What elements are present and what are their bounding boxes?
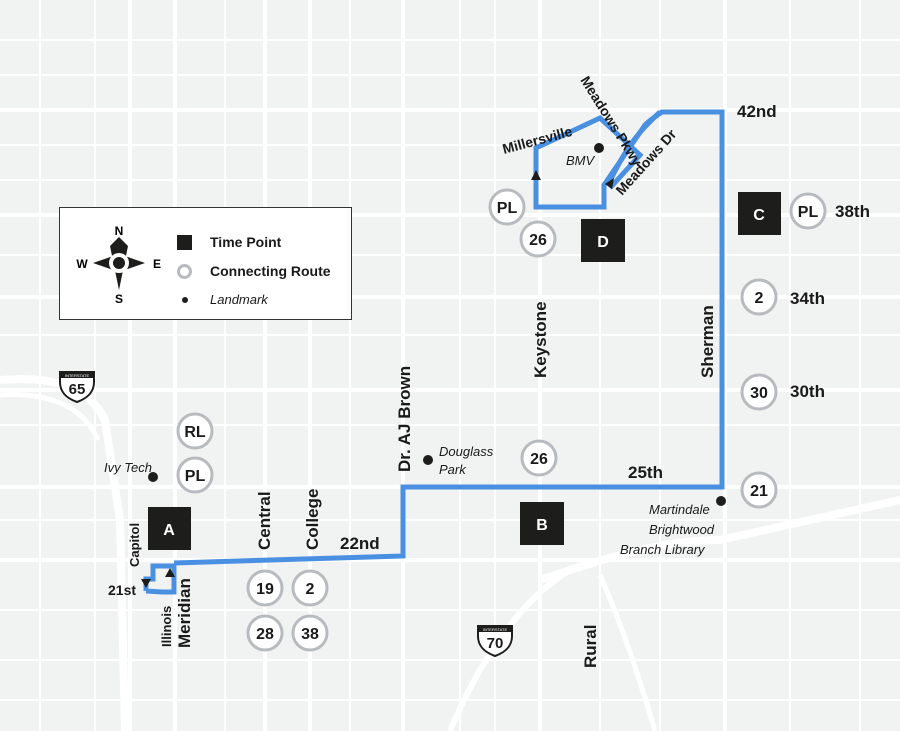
time-point-d [581, 219, 625, 262]
time-point-a-label: A [163, 522, 175, 539]
connecting-route-19 [246, 569, 284, 607]
route-label-26-25th: 26 [530, 451, 548, 468]
street-illinois: Illinois [159, 606, 174, 647]
route-label-pl-d: PL [497, 200, 518, 217]
connecting-route-26-d [519, 220, 557, 258]
connecting-route-21 [740, 471, 778, 509]
street-rural: Rural [581, 625, 600, 668]
landmark-swatch [181, 296, 188, 303]
street-central: Central [255, 491, 274, 550]
landmark-dot-ivy-tech [148, 472, 158, 482]
landmark-bmv: BMV [566, 153, 596, 168]
connecting-route-pl-ivy [176, 456, 214, 494]
street-college: College [303, 489, 322, 550]
landmark-library-line2: Brightwood [649, 522, 715, 537]
street-capitol: Capitol [127, 523, 142, 567]
connecting-route-rl [176, 412, 214, 450]
street-dr-aj-brown: Dr. AJ Brown [395, 366, 414, 472]
connecting-routes [176, 188, 827, 652]
landmark-douglass-park-line1: Douglass [439, 444, 494, 459]
route-label-26-d: 26 [529, 232, 547, 249]
route-label-28: 28 [256, 626, 274, 643]
connecting-route-pl-38th [789, 192, 827, 230]
connecting-route-2-college [291, 569, 329, 607]
connecting-route-30 [740, 373, 778, 411]
compass-e: E [153, 257, 161, 271]
connecting-route-labels: RL PL 19 2 28 38 26 21 30 2 PL PL 26 [184, 200, 818, 643]
time-point-b [520, 502, 564, 545]
street-25th: 25th [628, 463, 663, 482]
route-label-30: 30 [750, 385, 768, 402]
connecting-route-26-25th [520, 439, 558, 477]
connecting-route-28 [246, 614, 284, 652]
compass-w: W [76, 257, 88, 271]
landmark-dot-library [716, 496, 726, 506]
time-points: A B C D [148, 192, 781, 550]
street-meridian: Meridian [175, 578, 194, 648]
street-labels: 42nd 38th 34th 30th 25th 22nd 21st Sherm… [108, 73, 870, 668]
legend-landmark-label: Landmark [210, 292, 268, 307]
interstate-70-label: INTERSTATE [483, 627, 508, 632]
route-label-2-34th: 2 [755, 290, 764, 307]
route-label-21: 21 [750, 483, 768, 500]
interstate-65-shield: INTERSTATE 65 [59, 371, 95, 404]
street-38th: 38th [835, 202, 870, 221]
connecting-route-pl-d [488, 188, 526, 226]
legend-time-point: Time Point [177, 234, 281, 250]
route-label-pl-38th: PL [798, 204, 819, 221]
route-label-rl: RL [184, 424, 206, 441]
compass-n: N [115, 224, 124, 238]
route-label-19: 19 [256, 581, 274, 598]
interstate-65-number: 65 [69, 381, 86, 398]
connecting-route-2-34th [740, 278, 778, 316]
landmark-library-line1: Martindale [649, 502, 710, 517]
street-34th: 34th [790, 289, 825, 308]
time-point-b-label: B [536, 517, 548, 534]
time-point-swatch [177, 234, 192, 250]
street-22nd: 22nd [340, 534, 380, 553]
street-30th: 30th [790, 382, 825, 401]
landmarks: Ivy Tech Douglass Park BMV Martindale Br… [104, 143, 726, 557]
time-point-c-label: C [753, 207, 765, 224]
route-label-pl-ivy: PL [185, 468, 206, 485]
legend-time-point-label: Time Point [210, 234, 282, 250]
legend-landmark: Landmark [177, 292, 268, 307]
landmark-ivy-tech: Ivy Tech [104, 460, 152, 475]
interstate-70-number: 70 [487, 635, 504, 652]
route-label-38: 38 [301, 626, 319, 643]
connecting-route-swatch [177, 263, 192, 279]
compass-rose: N S W E [76, 224, 161, 306]
map-legend: N S W E Time Point Connecting Route Land… [59, 207, 352, 320]
street-sherman: Sherman [698, 305, 717, 378]
route-label-2-college: 2 [306, 581, 315, 598]
connecting-route-38 [291, 614, 329, 652]
landmark-library-line3: Branch Library [620, 542, 706, 557]
time-point-a [148, 507, 191, 550]
street-keystone: Keystone [531, 301, 550, 378]
compass-s: S [115, 292, 123, 306]
landmark-dot-bmv [594, 143, 604, 153]
interstate-65-label: INTERSTATE [65, 373, 90, 378]
landmark-douglass-park-line2: Park [439, 462, 467, 477]
landmark-dot-douglass-park [423, 455, 433, 465]
time-point-d-label: D [597, 234, 609, 251]
time-point-c [738, 192, 781, 235]
legend-connecting-route: Connecting Route [177, 263, 331, 279]
street-42nd: 42nd [737, 102, 777, 121]
route-direction-arrows [141, 170, 614, 588]
street-21st: 21st [108, 582, 136, 598]
interstate-70-shield: INTERSTATE 70 [477, 625, 513, 658]
legend-connecting-route-label: Connecting Route [210, 263, 331, 279]
